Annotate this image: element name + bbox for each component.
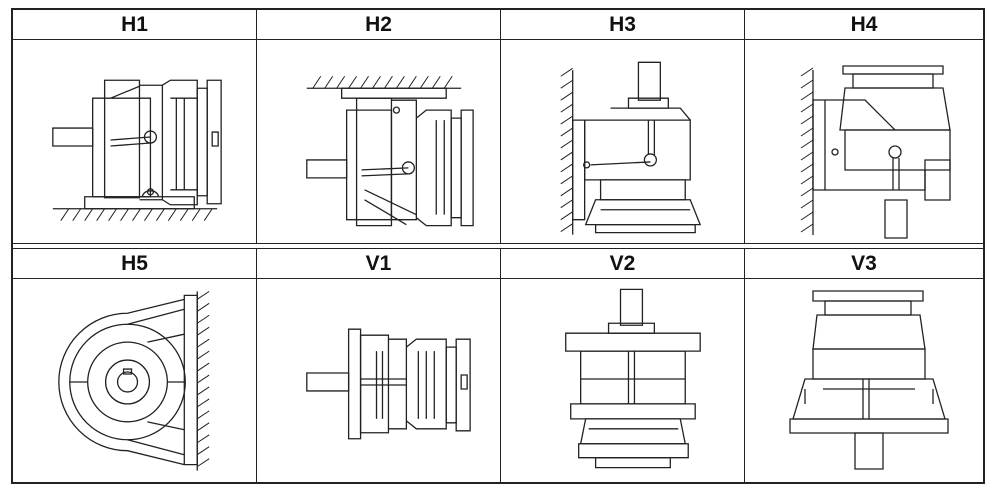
drawing-h5 (13, 279, 257, 482)
header-h2: H2 (257, 10, 501, 40)
drawing-h3 (501, 40, 745, 243)
drawing-v3 (745, 279, 983, 482)
header-h3: H3 (501, 10, 745, 40)
drawing-h1 (13, 40, 257, 243)
gear-reducer-v2-icon (501, 279, 744, 482)
drawing-h4 (745, 40, 983, 243)
gear-reducer-v1-icon (257, 279, 500, 482)
mounting-positions-table: H1 H2 H3 H4 (11, 8, 985, 484)
gear-reducer-h1-icon (13, 40, 256, 243)
gear-reducer-h2-icon (257, 40, 500, 243)
gear-reducer-h4-icon (745, 40, 983, 243)
drawing-v1 (257, 279, 501, 482)
row-separator (13, 243, 983, 249)
drawing-h2 (257, 40, 501, 243)
header-v3: V3 (745, 249, 983, 279)
header-h5: H5 (13, 249, 257, 279)
gear-reducer-h5-icon (13, 279, 256, 482)
drawing-v2 (501, 279, 745, 482)
header-v1: V1 (257, 249, 501, 279)
header-h4: H4 (745, 10, 983, 40)
header-h1: H1 (13, 10, 257, 40)
header-v2: V2 (501, 249, 745, 279)
gear-reducer-h3-icon (501, 40, 744, 243)
gear-reducer-v3-icon (745, 279, 983, 482)
